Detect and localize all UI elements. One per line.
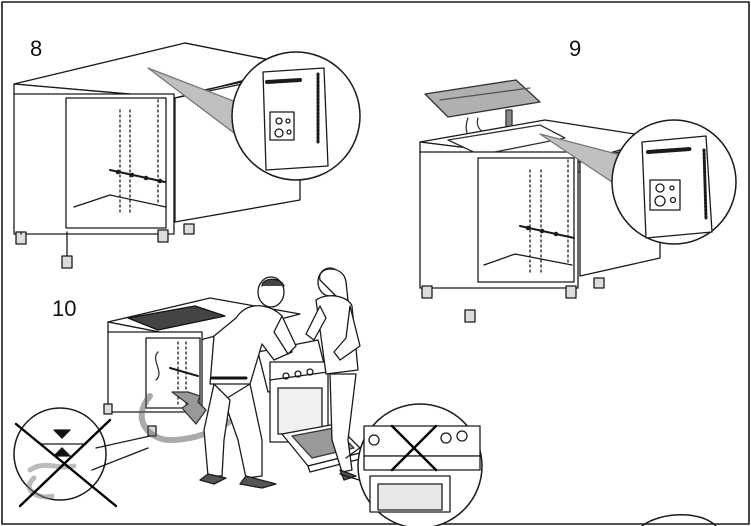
cross-mark-icon [390,424,438,472]
leaflet-icon [641,135,713,239]
push-arrow-icon [171,391,207,425]
leaflet-icon [262,67,329,171]
step-10-number: 10 [52,296,77,321]
step9-detail-circle [611,119,737,245]
next-detail-partial-circle [641,514,717,526]
step-8-number: 8 [30,36,43,61]
step-9-number: 9 [569,36,582,61]
step10-right-detail [339,403,483,526]
step10-installer-man [199,276,297,489]
step10-left-detail [13,407,151,508]
step8-detail-circle [231,51,361,181]
step10-oven [257,339,365,473]
step10-installer-woman [305,267,361,481]
cross-mark-icon [14,418,118,508]
